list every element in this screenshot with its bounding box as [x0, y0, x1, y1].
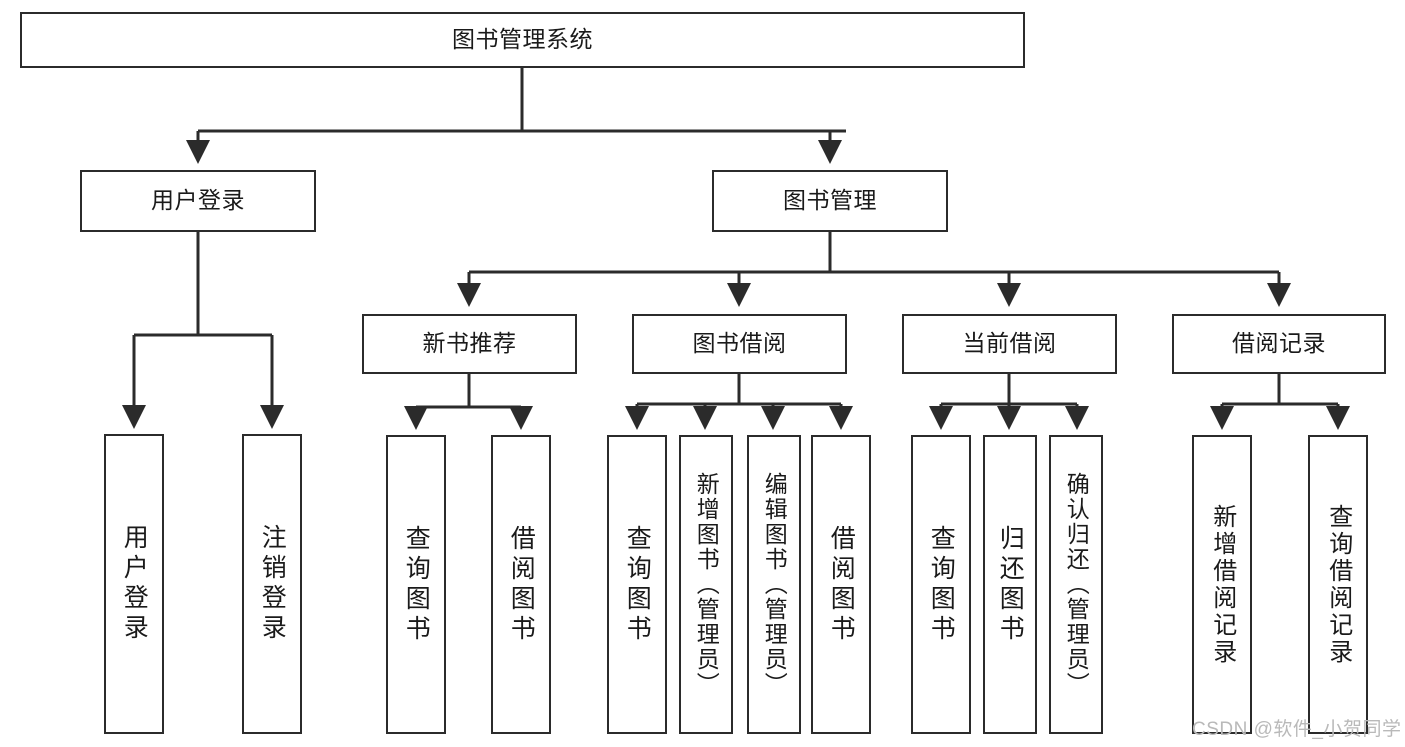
node-book-manage-label: 图书管理 — [783, 187, 877, 214]
node-current-borrow[interactable]: 当前借阅 — [902, 314, 1117, 374]
leaf-query-book-1[interactable]: 查询图书 — [386, 435, 446, 734]
leaf-query-record[interactable]: 查询借阅记录 — [1308, 435, 1368, 734]
leaf-borrow-book-1-label: 借阅图书 — [507, 524, 536, 645]
leaf-add-record[interactable]: 新增借阅记录 — [1192, 435, 1252, 734]
node-borrow-record-label: 借阅记录 — [1232, 330, 1326, 357]
node-root-label: 图书管理系统 — [452, 26, 593, 53]
leaf-confirm-return-label: 确认归还（管理员） — [1063, 472, 1090, 697]
watermark: CSDN @软件_小贺同学 — [1192, 719, 1402, 740]
leaf-query-book-2-label: 查询图书 — [623, 524, 652, 645]
leaf-return-book-label: 归还图书 — [996, 524, 1025, 645]
leaf-borrow-book-2-label: 借阅图书 — [827, 524, 856, 645]
leaf-query-record-label: 查询借阅记录 — [1324, 503, 1352, 666]
leaf-borrow-book-1[interactable]: 借阅图书 — [491, 435, 551, 734]
leaf-add-record-label: 新增借阅记录 — [1208, 503, 1236, 666]
leaf-add-book-label: 新增图书（管理员） — [693, 472, 720, 697]
node-user-login-label: 用户登录 — [151, 187, 245, 214]
leaf-edit-book[interactable]: 编辑图书（管理员） — [747, 435, 801, 734]
leaf-confirm-return[interactable]: 确认归还（管理员） — [1049, 435, 1103, 734]
leaf-query-book-3-label: 查询图书 — [927, 524, 956, 645]
leaf-add-book[interactable]: 新增图书（管理员） — [679, 435, 733, 734]
leaf-edit-book-label: 编辑图书（管理员） — [761, 472, 788, 697]
node-new-book-recommend[interactable]: 新书推荐 — [362, 314, 577, 374]
leaf-logout-label: 注销登录 — [258, 524, 287, 644]
leaf-borrow-book-2[interactable]: 借阅图书 — [811, 435, 871, 734]
node-book-manage[interactable]: 图书管理 — [712, 170, 948, 232]
leaf-query-book-3[interactable]: 查询图书 — [911, 435, 971, 734]
node-book-borrow-label: 图书借阅 — [692, 330, 787, 357]
node-user-login[interactable]: 用户登录 — [80, 170, 316, 232]
leaf-query-book-1-label: 查询图书 — [402, 524, 431, 645]
leaf-user-login[interactable]: 用户登录 — [104, 434, 164, 734]
leaf-logout[interactable]: 注销登录 — [242, 434, 302, 734]
leaf-user-login-label: 用户登录 — [120, 524, 149, 644]
node-root[interactable]: 图书管理系统 — [20, 12, 1025, 68]
leaf-return-book[interactable]: 归还图书 — [983, 435, 1037, 734]
node-new-book-recommend-label: 新书推荐 — [422, 330, 517, 357]
node-borrow-record[interactable]: 借阅记录 — [1172, 314, 1386, 374]
node-book-borrow[interactable]: 图书借阅 — [632, 314, 847, 374]
leaf-query-book-2[interactable]: 查询图书 — [607, 435, 667, 734]
node-current-borrow-label: 当前借阅 — [962, 330, 1057, 357]
